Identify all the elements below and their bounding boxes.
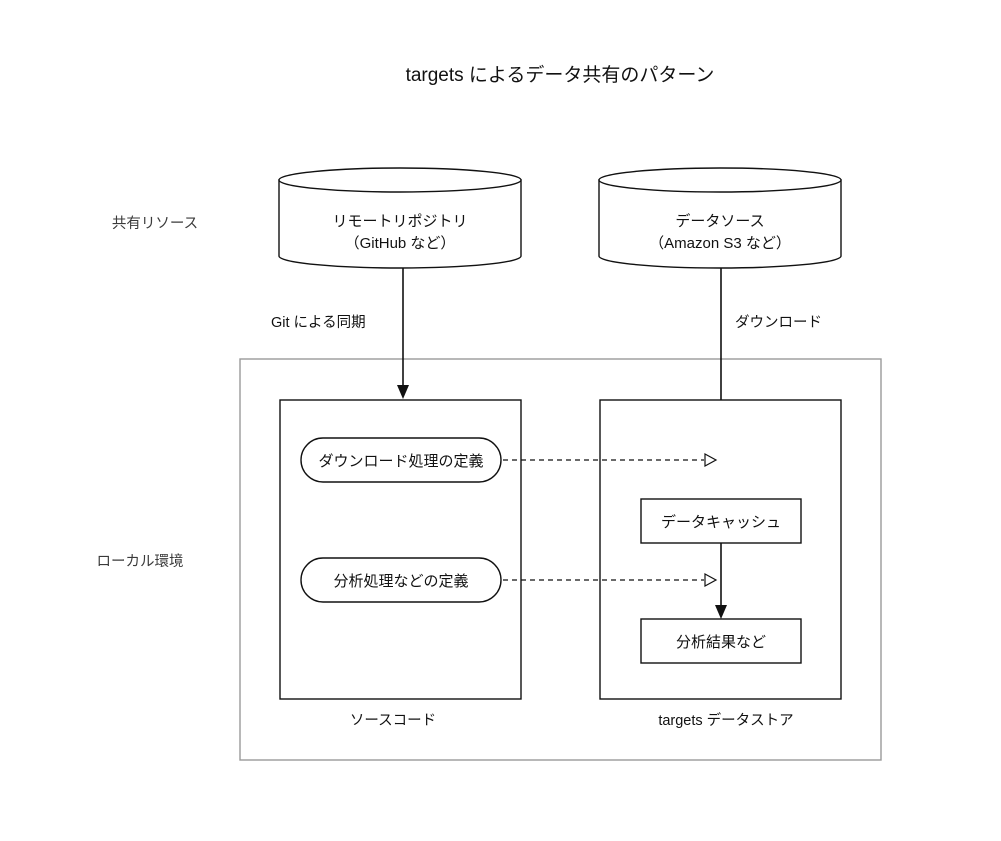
download-definition-arrowhead	[704, 452, 718, 468]
cache-to-result-arrowhead	[715, 605, 727, 619]
source-code-group: ダウンロード処理の定義 分析処理などの定義 ソースコード	[279, 399, 522, 729]
caption-source-code: ソースコード	[350, 713, 436, 729]
data-source-cylinder-top	[598, 167, 842, 193]
remote-repository-cylinder-top	[278, 167, 522, 193]
node-data-cache[interactable]	[640, 498, 802, 544]
node-analysis-result[interactable]	[640, 618, 802, 664]
cylinder-data-source[interactable]: データソース （Amazon S3 など）	[598, 167, 842, 269]
node-data-cache-label: データキャッシュ	[661, 513, 781, 531]
edge-label-download: ダウンロード	[735, 314, 822, 331]
side-label-local-environment: ローカル環境	[97, 552, 184, 570]
node-analysis-definition-label: 分析処理などの定義	[333, 573, 468, 590]
diagram-title: targets によるデータ共有のパターン	[406, 64, 715, 86]
edge-analysis-definition-to-result	[503, 572, 718, 588]
remote-repository-label-line2: （GitHub など）	[345, 235, 456, 252]
cylinder-remote-repository[interactable]: リモートリポジトリ （GitHub など）	[278, 167, 522, 269]
side-label-shared-resources: 共有リソース	[112, 215, 198, 232]
caption-targets-data-store: targets データストア	[658, 711, 793, 729]
edge-download-definition-to-cache	[503, 452, 718, 468]
node-download-definition-label: ダウンロード処理の定義	[318, 453, 483, 470]
node-analysis-definition[interactable]	[300, 557, 502, 603]
data-source-label-line1: データソース	[675, 212, 764, 230]
remote-repository-label-line1: リモートリポジトリ	[332, 213, 467, 230]
git-sync-arrowhead	[397, 385, 409, 399]
node-download-definition[interactable]	[300, 437, 502, 483]
data-source-cylinder-body	[598, 179, 842, 269]
analysis-definition-arrowhead	[704, 572, 718, 588]
edge-git-sync: Git による同期	[271, 268, 409, 399]
node-analysis-result-label: 分析結果など	[676, 634, 766, 651]
remote-repository-cylinder-body	[278, 179, 522, 269]
data-source-label-line2: （Amazon S3 など）	[649, 235, 791, 252]
edge-label-git-sync: Git による同期	[271, 314, 366, 331]
edge-cache-to-result	[715, 543, 727, 619]
